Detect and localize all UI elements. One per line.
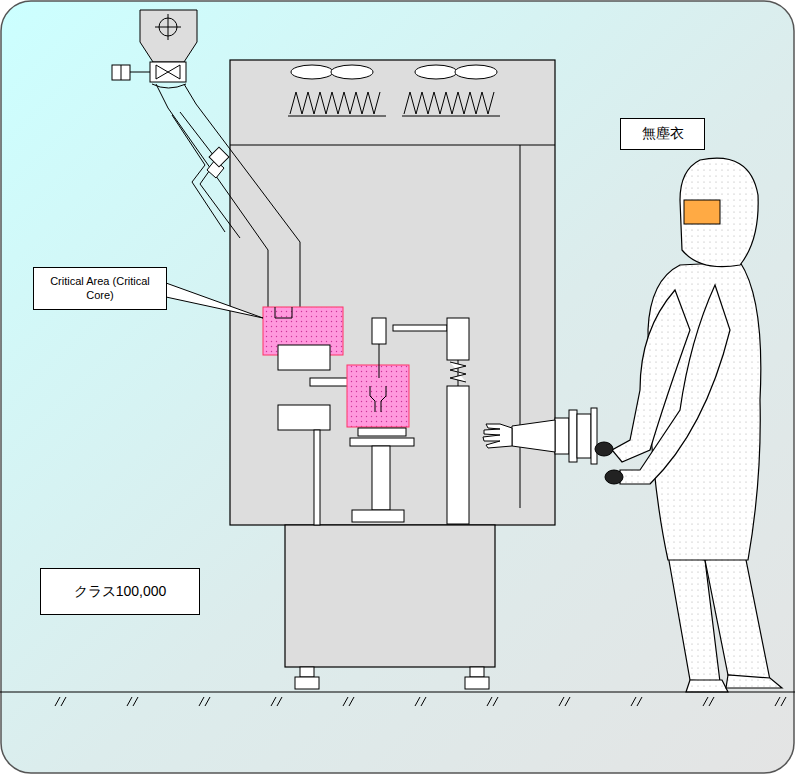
label-box: 無塵衣: [620, 118, 705, 150]
label-box: クラス100,000: [40, 568, 200, 615]
node-label: Critical Area (Critical Core): [40, 275, 160, 303]
node-label: 無塵衣: [642, 125, 684, 143]
node-label: クラス100,000: [74, 583, 167, 601]
callout-box: Critical Area (Critical Core): [33, 267, 167, 310]
